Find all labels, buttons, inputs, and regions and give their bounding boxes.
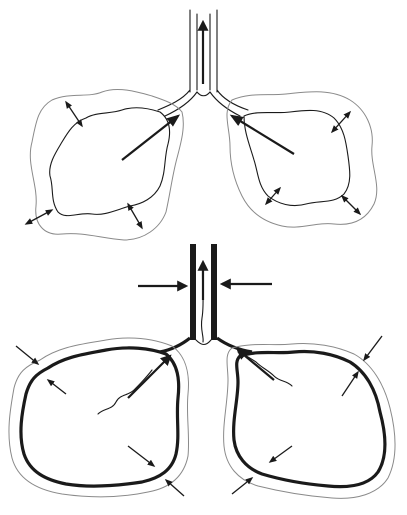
lower-compression-arrows: [16, 336, 382, 496]
upper-right-lung-inner: [244, 110, 350, 205]
upper-expansion-arrows: [26, 102, 360, 228]
lower-left-lung-inner: [21, 348, 179, 486]
upper-right-lung-outer: [227, 92, 377, 227]
lower-left-airway: [98, 370, 152, 414]
upper-panel: [26, 10, 377, 240]
lower-panel: [9, 244, 395, 498]
lower-left-airflow-arrow: [128, 356, 170, 398]
upper-left-lung-inner: [50, 108, 170, 216]
lower-right-lung-inner: [234, 351, 385, 486]
upper-right-airflow-arrow: [232, 116, 294, 154]
upper-bronchi: [158, 90, 248, 116]
lower-right-lung-outer: [224, 343, 395, 498]
